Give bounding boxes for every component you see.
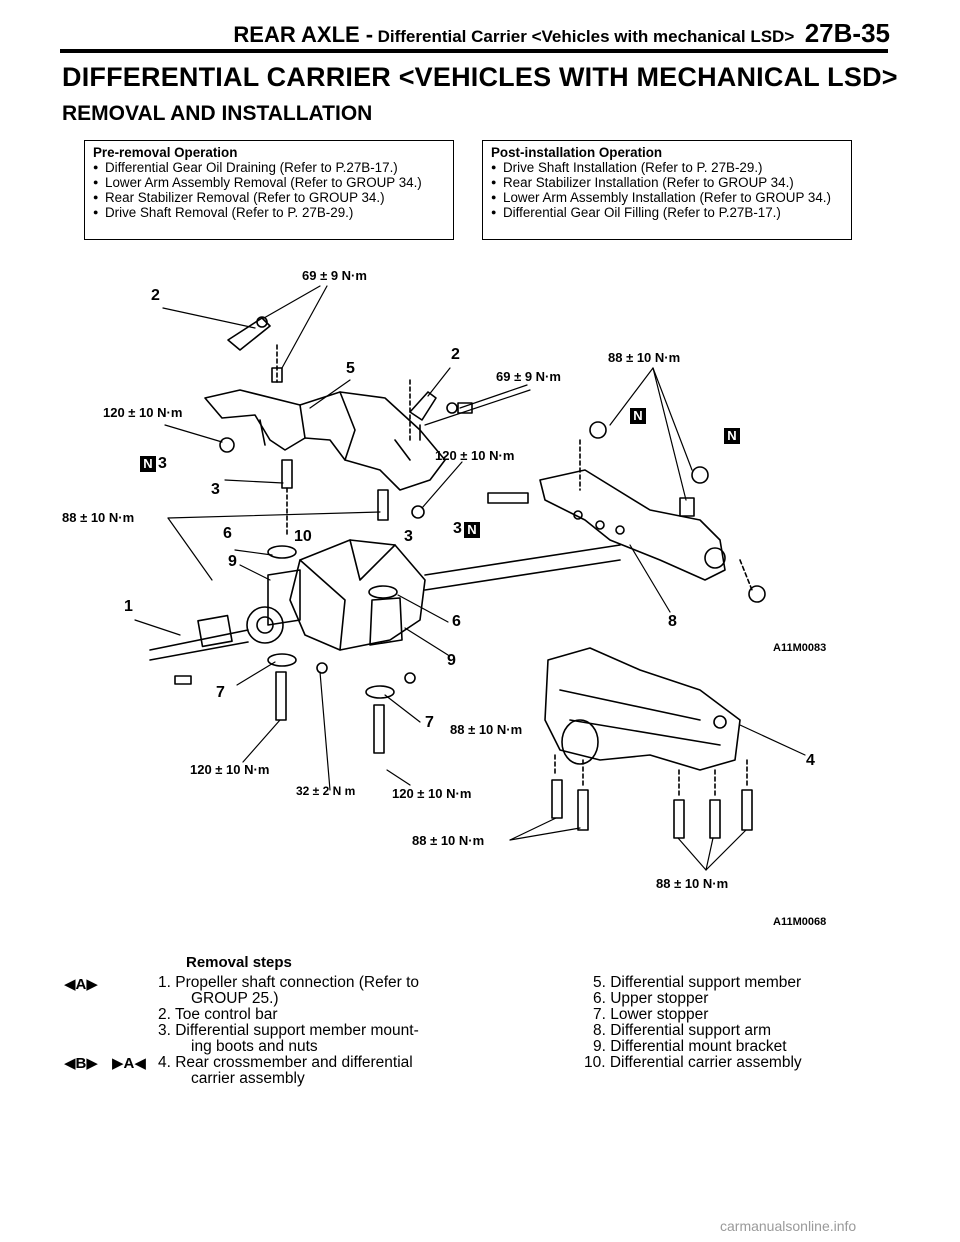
part-number-2: 2 xyxy=(451,346,460,363)
removal-step: 6. Upper stopper xyxy=(593,990,709,1007)
part-number-6: 6 xyxy=(452,613,461,630)
part-number-3: 3 xyxy=(453,520,462,537)
torque-label: 120 ± 10 N·m xyxy=(435,448,515,463)
pre-removal-item: Differential Gear Oil Draining (Refer to… xyxy=(93,160,445,175)
torque-label: 88 ± 10 N·m xyxy=(608,350,681,365)
torque-label: 88 ± 10 N·m xyxy=(412,833,485,848)
removal-step: carrier assembly xyxy=(191,1070,305,1087)
upper-stopper-6-right xyxy=(368,585,398,599)
removal-step: 1. Propeller shaft connection (Refer to xyxy=(158,974,420,991)
page-title: DIFFERENTIAL CARRIER <VEHICLES WITH MECH… xyxy=(62,62,898,92)
removal-step: 4. Rear crossmember and differential xyxy=(158,1054,413,1071)
watermark: carmanualsonline.info xyxy=(720,1218,857,1234)
removal-step: 9. Differential mount bracket xyxy=(593,1038,787,1055)
new-part-badge: N xyxy=(630,408,646,424)
header-section: REAR AXLE - xyxy=(233,22,374,47)
torque-label: 120 ± 10 N·m xyxy=(190,762,270,777)
post-installation-item: Lower Arm Assembly Installation (Refer t… xyxy=(491,190,843,205)
removal-step: 5. Differential support member xyxy=(593,974,802,991)
part-number-1: 1 xyxy=(124,598,133,615)
mount-bracket-9-left xyxy=(267,569,301,626)
propeller-shaft-1 xyxy=(149,629,249,661)
procedure-marker-a: ◀A▶ xyxy=(64,976,98,993)
post-installation-item: Differential Gear Oil Filling (Refer to … xyxy=(491,205,843,220)
new-part-badge: N xyxy=(140,456,156,472)
part-number-8: 8 xyxy=(668,613,677,630)
torque-label: 120 ± 10 N·m xyxy=(392,786,472,801)
figure-ref-upper: A11M0083 xyxy=(773,642,827,654)
pre-removal-item: Rear Stabilizer Removal (Refer to GROUP … xyxy=(93,190,445,205)
pre-removal-box: Pre-removal Operation Differential Gear … xyxy=(84,140,454,240)
torque-label: 32 ± 2 N m xyxy=(296,784,356,798)
part-number-5: 5 xyxy=(346,360,355,377)
torque-label: 88 ± 10 N·m xyxy=(62,510,135,525)
part-number-7: 7 xyxy=(216,684,225,701)
removal-step: 3. Differential support member mount- xyxy=(158,1022,419,1039)
removal-step: 7. Lower stopper xyxy=(593,1006,709,1023)
torque-label: 69 ± 9 N·m xyxy=(496,369,561,384)
pre-removal-title: Pre-removal Operation xyxy=(93,145,238,160)
part-number-3: 3 xyxy=(404,528,413,545)
part-number-3: 3 xyxy=(211,481,220,498)
support-arm-8 xyxy=(539,469,726,581)
post-installation-item: Rear Stabilizer Installation (Refer to G… xyxy=(491,175,843,190)
part-number-4: 4 xyxy=(806,752,815,769)
torque-label: 88 ± 10 N·m xyxy=(450,722,523,737)
header-rule xyxy=(60,49,888,53)
page-number: 27B-35 xyxy=(804,18,890,48)
torque-label: 120 ± 10 N·m xyxy=(103,405,183,420)
toe-control-bar-right xyxy=(409,391,437,421)
upper-stopper-6-left xyxy=(267,545,297,559)
page-subtitle: REMOVAL AND INSTALLATION xyxy=(62,102,373,125)
removal-steps-title: Removal steps xyxy=(186,954,292,971)
removal-step: ing boots and nuts xyxy=(191,1038,318,1055)
pre-removal-item: Drive Shaft Removal (Refer to P. 27B-29.… xyxy=(93,205,445,220)
procedure-marker-a-reverse: ▶A◀ xyxy=(112,1055,146,1072)
rear-crossmember-4 xyxy=(544,647,741,771)
support-member-5 xyxy=(204,389,446,491)
part-number-3: 3 xyxy=(158,455,167,472)
figure-ref-lower: A11M0068 xyxy=(773,916,827,928)
post-installation-box: Post-installation Operation Drive Shaft … xyxy=(482,140,852,240)
mount-bracket-9-right xyxy=(369,597,403,646)
page-header: REAR AXLE - Differential Carrier <Vehicl… xyxy=(150,18,890,50)
removal-step: 10. Differential carrier assembly xyxy=(584,1054,802,1071)
post-installation-title: Post-installation Operation xyxy=(491,145,663,160)
header-subsection: Differential Carrier <Vehicles with mech… xyxy=(377,27,795,46)
removal-step: 2. Toe control bar xyxy=(158,1006,278,1023)
lower-stopper-7-left xyxy=(267,653,297,667)
lower-stopper-7-right xyxy=(365,685,395,699)
part-number-9: 9 xyxy=(228,553,237,570)
new-part-badge: N xyxy=(464,522,480,538)
part-number-2: 2 xyxy=(151,287,160,304)
torque-label: 88 ± 10 N·m xyxy=(656,876,729,891)
part-number-9: 9 xyxy=(447,652,456,669)
part-number-10: 10 xyxy=(294,528,312,545)
procedure-marker-b: ◀B▶ xyxy=(64,1055,98,1072)
new-part-badge: N xyxy=(724,428,740,444)
post-installation-item: Drive Shaft Installation (Refer to P. 27… xyxy=(491,160,843,175)
pre-removal-item: Lower Arm Assembly Removal (Refer to GRO… xyxy=(93,175,445,190)
part-number-6: 6 xyxy=(223,525,232,542)
differential-carrier-10 xyxy=(289,539,426,651)
toe-control-bar-left xyxy=(227,317,271,351)
torque-label: 69 ± 9 N·m xyxy=(302,268,367,283)
removal-step: GROUP 25.) xyxy=(191,990,279,1007)
removal-step: 8. Differential support arm xyxy=(593,1022,772,1039)
part-number-7: 7 xyxy=(425,714,434,731)
